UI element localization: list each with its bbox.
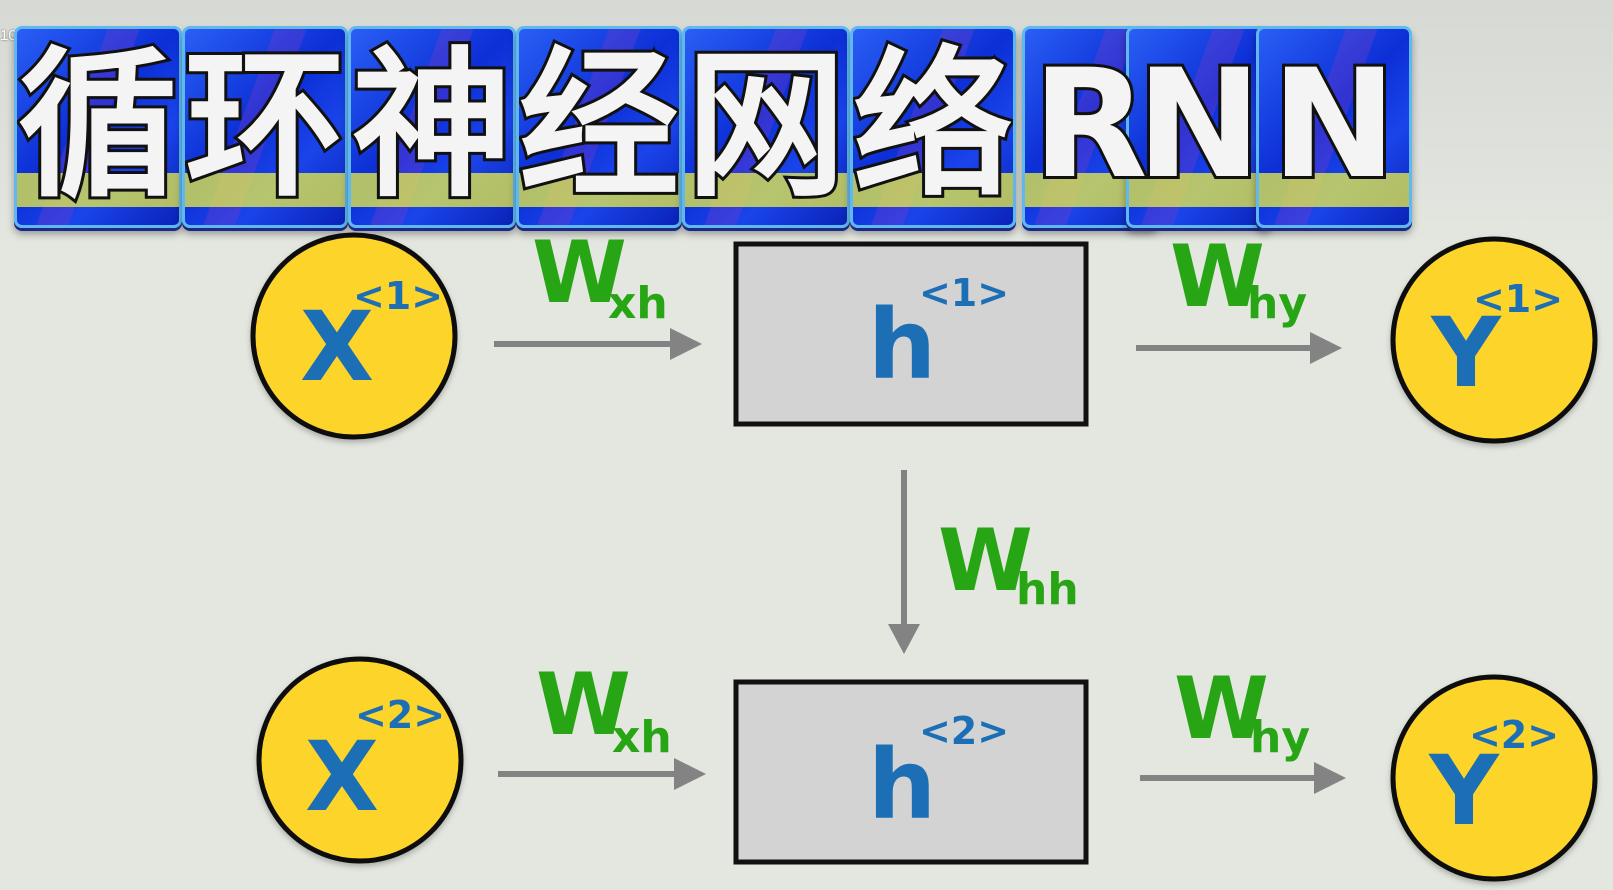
edge-x1-h1-label: W (532, 223, 627, 323)
title-char: 经 (519, 30, 680, 221)
title-char: N (1133, 35, 1265, 215)
title-tile: 络 (850, 26, 1016, 228)
title-tile: 神 (348, 26, 516, 228)
node-h1: h <1> (733, 241, 1089, 427)
edge-x2-h2: W xh (498, 655, 706, 790)
node-h2: h <2> (733, 679, 1089, 865)
title-char: 循 (17, 30, 179, 221)
title-char: N (1268, 35, 1400, 215)
title-char: 络 (853, 30, 1014, 221)
edge-h1-h2: W hh (888, 470, 1079, 654)
hidden-node-box (733, 241, 1089, 427)
node-x2-superscript: <2> (355, 693, 445, 737)
edge-h2-y2-subscript: hy (1250, 712, 1310, 763)
arrow-head (674, 758, 706, 790)
edge-h1-y1: W hy (1136, 227, 1342, 364)
title-tile: 经 (516, 26, 682, 228)
node-y2: Y <2> (1390, 674, 1598, 882)
node-h2-label: h (868, 729, 936, 841)
title-banner: 循 环 神 经 网 络 R N N (14, 12, 1454, 228)
node-h2-superscript: <2> (919, 709, 1009, 753)
title-tile: N (1256, 26, 1412, 228)
node-x2: X <2> (256, 656, 464, 864)
edge-x1-h1: W xh (494, 223, 702, 360)
title-tile: N (1126, 26, 1272, 228)
input-node-circle (250, 232, 458, 440)
title-char: 神 (351, 30, 513, 221)
title-char: 环 (185, 30, 346, 221)
node-x2-label: X (305, 721, 379, 833)
edge-x2-h2-subscript: xh (612, 712, 672, 763)
node-x1-superscript: <1> (353, 274, 443, 318)
title-char: 网 (685, 30, 847, 221)
edge-h2-y2: W hy (1140, 659, 1346, 794)
node-y1-superscript: <1> (1473, 277, 1563, 321)
title-tile: 环 (182, 26, 348, 228)
node-y2-superscript: <2> (1469, 713, 1559, 757)
edge-h1-y1-label: W (1170, 227, 1265, 327)
edge-h1-h2-subscript: hh (1016, 564, 1079, 615)
edge-h1-y1-subscript: hy (1247, 278, 1307, 329)
node-h1-label: h (868, 289, 936, 401)
arrow-head (888, 624, 920, 654)
title-tile: 循 (14, 26, 182, 228)
arrow-head (670, 328, 702, 360)
node-h1-superscript: <1> (919, 271, 1009, 315)
edge-h2-y2-label: W (1174, 659, 1269, 759)
node-y1: Y <1> (1390, 236, 1598, 444)
arrow-head (1314, 762, 1346, 794)
node-y2-label: Y (1428, 735, 1500, 847)
hidden-node-box (733, 679, 1089, 865)
output-node-circle (1390, 236, 1598, 444)
node-x1: X <1> (250, 232, 458, 440)
node-x1-label: X (300, 291, 374, 403)
title-tile: 网 (682, 26, 850, 228)
input-node-circle (256, 656, 464, 864)
title-char: R (1029, 35, 1151, 215)
node-y1-label: Y (1430, 297, 1502, 409)
edge-x2-h2-label: W (536, 655, 631, 755)
edge-h1-h2-label: W (938, 511, 1033, 611)
arrow-head (1310, 332, 1342, 364)
output-node-circle (1390, 674, 1598, 882)
edge-x1-h1-subscript: xh (608, 278, 668, 329)
